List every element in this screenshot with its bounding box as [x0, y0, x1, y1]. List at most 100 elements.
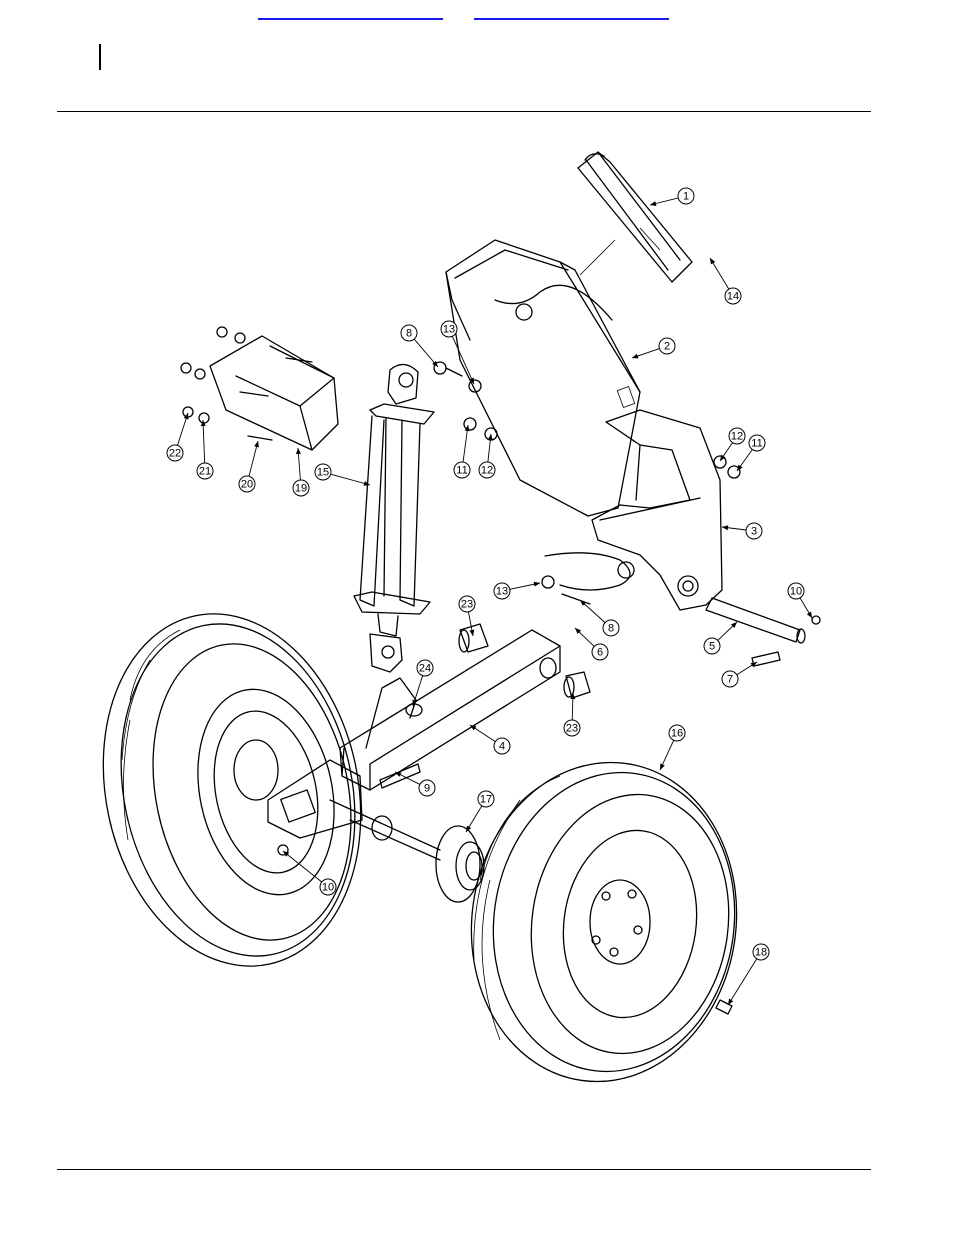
- callout-number: 2: [664, 341, 670, 353]
- callout-number: 3: [751, 526, 757, 538]
- part-fasteners-upper: [433, 361, 741, 605]
- callout-circle: [418, 779, 436, 797]
- callout-circle: [752, 943, 770, 961]
- part-wheel-right: [470, 761, 738, 1083]
- callout-leader: [282, 850, 323, 883]
- callout-circle: [563, 719, 581, 737]
- callout-arrowhead: [432, 360, 438, 367]
- header-link-2[interactable]: [474, 18, 669, 20]
- callout-circle: [728, 427, 746, 445]
- callout-number: 13: [496, 586, 508, 598]
- part-nut-10: [811, 615, 821, 625]
- part-wheel-left: [102, 613, 362, 967]
- callout-circle: [166, 444, 184, 462]
- callout-leader: [330, 473, 371, 486]
- callout-22: 22: [166, 412, 189, 462]
- part-bolt-7: [751, 651, 781, 667]
- callout-number: 9: [424, 783, 430, 795]
- callout-arrowhead: [533, 581, 540, 587]
- callout-circle: [416, 659, 434, 677]
- header-link-1[interactable]: [258, 18, 443, 20]
- callout-number: 23: [566, 723, 578, 735]
- callout-23: 23: [458, 595, 476, 637]
- part-walking-beam: [267, 629, 561, 861]
- callout-17: 17: [465, 790, 495, 833]
- callout-arrowhead: [469, 629, 475, 636]
- callout-arrowhead: [363, 480, 370, 486]
- callout-number: 14: [727, 291, 739, 303]
- callout-circle: [196, 462, 214, 480]
- part-toolbar-shaft: [577, 151, 693, 283]
- callout-arrowhead: [750, 662, 757, 668]
- callout-number: 8: [608, 623, 614, 635]
- callout-arrowhead: [254, 441, 259, 448]
- part-hub: [435, 825, 485, 903]
- callout-number: 13: [443, 324, 455, 336]
- callout-11: 11: [453, 424, 471, 479]
- callout-number: 5: [709, 641, 715, 653]
- callout-13: 13: [493, 581, 541, 600]
- callout-circle: [478, 461, 496, 479]
- header-rule: [57, 111, 871, 112]
- callout-number: 10: [322, 882, 334, 894]
- callout-leader: [248, 440, 259, 477]
- callout-circle: [314, 463, 332, 481]
- callout-number: 11: [456, 465, 467, 477]
- callout-number: 21: [199, 466, 211, 478]
- callout-number: 12: [731, 431, 743, 443]
- callout-20: 20: [238, 440, 259, 493]
- callout-number: 8: [406, 328, 412, 340]
- callout-number: 16: [671, 728, 683, 740]
- part-mount-box: [180, 326, 339, 451]
- callout-7: 7: [721, 661, 758, 688]
- part-pivot-bracket: [544, 409, 723, 611]
- callout-circle: [458, 595, 476, 613]
- callout-5: 5: [703, 621, 738, 655]
- callout-number: 10: [790, 586, 802, 598]
- callout-arrowhead: [283, 851, 290, 857]
- callout-arrowhead: [487, 434, 493, 441]
- callout-leader: [413, 338, 439, 368]
- revision-bar: [99, 44, 101, 70]
- callout-circle: [493, 737, 511, 755]
- callout-arrowhead: [722, 525, 729, 531]
- callout-circle: [591, 643, 609, 661]
- callout-13: 13: [440, 320, 475, 385]
- callout-number: 19: [295, 483, 307, 495]
- callout-leader: [709, 257, 730, 290]
- callout-arrowhead: [580, 600, 587, 606]
- callout-11: 11: [736, 434, 766, 472]
- callout-circle: [668, 724, 686, 742]
- callout-arrowhead: [720, 454, 726, 461]
- callout-number: 22: [169, 448, 181, 460]
- callout-number: 12: [481, 465, 493, 477]
- callout-number: 20: [241, 479, 253, 491]
- callout-10: 10: [282, 850, 337, 896]
- callout-leader: [727, 958, 758, 1006]
- callout-number: 4: [499, 741, 505, 753]
- footer-rule: [57, 1169, 871, 1170]
- callout-leader: [202, 419, 206, 464]
- callout-number: 6: [597, 647, 603, 659]
- part-bushings: [458, 623, 591, 699]
- callout-arrowhead: [660, 763, 665, 770]
- callout-arrowhead: [295, 448, 301, 455]
- callout-circle: [787, 582, 805, 600]
- callout-arrowhead: [412, 699, 418, 706]
- callout-circle: [453, 461, 471, 479]
- callout-circle: [658, 337, 676, 355]
- callout-6: 6: [574, 627, 609, 661]
- callout-number: 23: [461, 599, 473, 611]
- callout-arrowhead: [464, 425, 470, 432]
- callout-number: 11: [751, 438, 762, 450]
- callout-18: 18: [727, 943, 770, 1006]
- callout-circle: [745, 522, 763, 540]
- callout-arrowhead: [470, 725, 477, 731]
- callout-circle: [477, 790, 495, 808]
- callout-number: 15: [317, 467, 329, 479]
- callout-arrowhead: [737, 464, 743, 471]
- callout-arrowhead: [728, 998, 734, 1005]
- callout-15: 15: [314, 463, 371, 486]
- callout-circle: [319, 878, 337, 896]
